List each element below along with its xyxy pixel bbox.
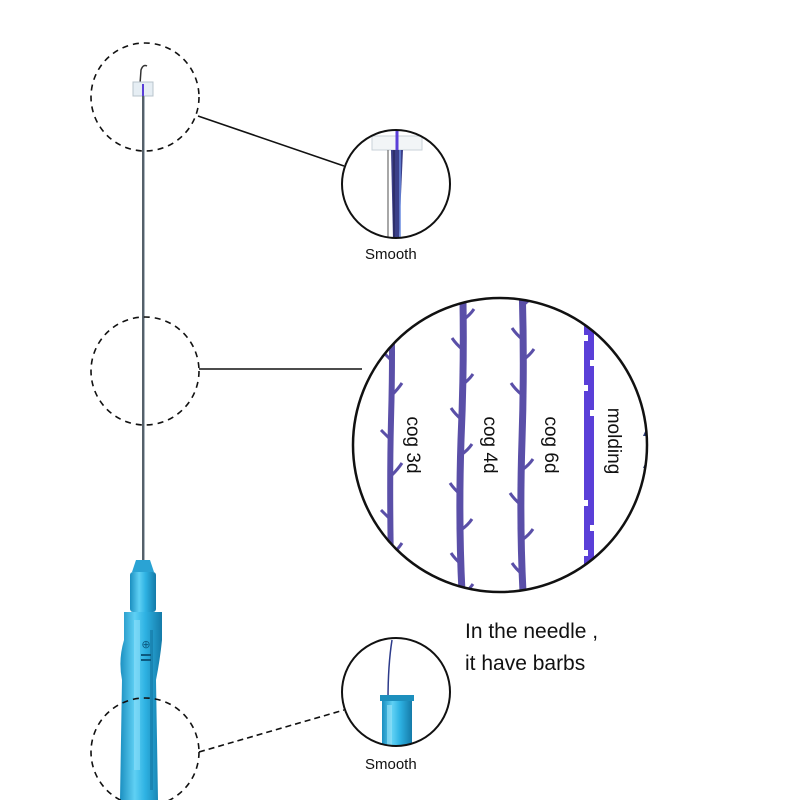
caption-line-1: In the needle , [465,620,599,643]
smooth-label-bottom: Smooth [365,756,417,773]
connector-line-bottom [198,709,345,753]
thread-cones-cog [643,322,647,532]
connector-line-top [197,115,345,167]
barbs-caption: In the needle , it have barbs [465,616,598,680]
thread-label-cones-cog: cones cog [667,395,688,482]
needle-tip-hook [139,64,148,85]
svg-text:⊕: ⊕ [141,638,150,651]
thread-label-cog-4d: cog 4d [479,416,500,473]
caption-line-2: it have barbs [465,652,586,675]
needle-tip-highlight-circle [90,42,200,152]
thread-cog-4d [448,298,476,592]
thread-molding [584,298,594,592]
thread-label-molding: molding [603,408,624,475]
needle-hub: ⊕ [120,560,162,800]
zoom-circle-threads: cog 3d cog 4d cog 6d molding cones cog [351,296,688,594]
zoom-circle-top [341,129,451,239]
smooth-label-top: Smooth [365,246,417,263]
thread-label-cog-3d: cog 3d [402,416,423,473]
needle: ⊕ [120,64,162,800]
zoom-circle-bottom [341,637,451,747]
thread-label-cog-6d: cog 6d [540,416,561,473]
needle-shaft-highlight-circle [90,316,200,426]
